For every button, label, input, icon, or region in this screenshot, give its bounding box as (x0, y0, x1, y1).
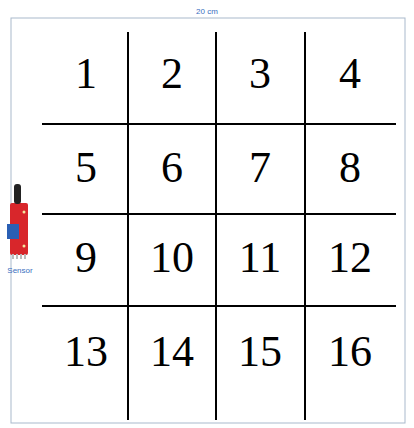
cell-number: 5 (75, 146, 97, 190)
potentiometer (7, 224, 19, 239)
label-holder: 14 (150, 330, 194, 374)
cell-number: 10 (150, 236, 194, 280)
label-holder: 13 (64, 330, 108, 374)
label-holder: 2 (161, 52, 183, 96)
outer-frame (11, 18, 405, 423)
label-holder: Sensor (7, 259, 32, 277)
label-holder: 10 (150, 236, 194, 280)
label-holder: 9 (75, 236, 97, 280)
sensor-pin (12, 254, 14, 259)
dimension-label: 20 cm (196, 8, 218, 16)
sensor-led (23, 245, 26, 248)
cell-number: 4 (339, 52, 361, 96)
cell-number: 12 (328, 236, 372, 280)
label-holder: 7 (249, 146, 271, 190)
cell-number: 6 (161, 146, 183, 190)
cell-number: 14 (150, 330, 194, 374)
cell-number: 7 (249, 146, 271, 190)
label-holder: 4 (339, 52, 361, 96)
cell-number: 9 (75, 236, 97, 280)
grid-line (304, 32, 306, 420)
sensor-pin (20, 254, 22, 259)
cell-number: 2 (161, 52, 183, 96)
grid-line (127, 32, 129, 420)
label-holder: 11 (239, 236, 281, 280)
sensor-module (7, 184, 28, 259)
cell-number: 13 (64, 330, 108, 374)
cell-number: 1 (75, 52, 97, 96)
cell-number: 11 (239, 236, 281, 280)
label-holder: 6 (161, 146, 183, 190)
label-holder: 20 cm (196, 0, 218, 18)
sensor-pin (24, 254, 26, 259)
sensor-tube (14, 184, 21, 204)
cell-number: 16 (328, 330, 372, 374)
sensor-label: Sensor (7, 267, 32, 275)
sensor-led (23, 211, 26, 214)
grid-line (42, 305, 396, 307)
grid-line (42, 213, 396, 215)
sensor-pin (16, 254, 18, 259)
label-holder: 3 (249, 52, 271, 96)
label-holder: 1 (75, 52, 97, 96)
label-holder: 15 (238, 330, 282, 374)
label-holder: 16 (328, 330, 372, 374)
label-holder: 5 (75, 146, 97, 190)
grid-line (42, 123, 396, 125)
grid-lines (42, 32, 396, 420)
cell-number: 8 (339, 146, 361, 190)
label-holder: 8 (339, 146, 361, 190)
cell-number: 15 (238, 330, 282, 374)
grid-line (215, 32, 217, 420)
label-holder: 12 (328, 236, 372, 280)
cell-number: 3 (249, 52, 271, 96)
